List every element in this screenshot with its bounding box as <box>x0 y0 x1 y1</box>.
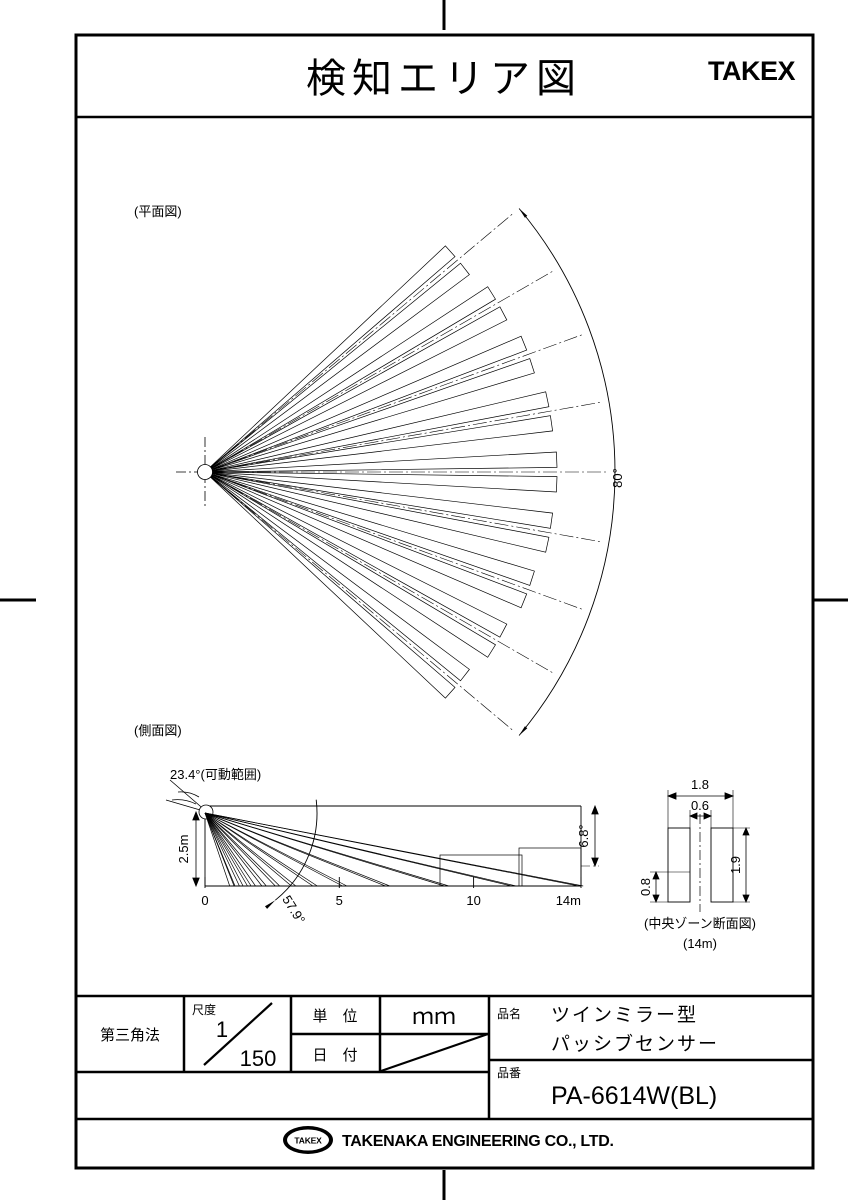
section-offset-dim <box>650 870 690 904</box>
plan-beam <box>211 335 528 470</box>
section-caption-line1: (中央ゾーン断面図) <box>644 916 756 931</box>
plan-beam <box>210 262 470 468</box>
plan-beam <box>211 475 508 638</box>
side-view-label: (側面図) <box>134 723 182 738</box>
scale-label: 尺度 <box>192 1002 216 1017</box>
side-beam <box>204 812 263 887</box>
side-beam <box>204 812 267 887</box>
side-beam <box>204 812 314 887</box>
plan-beam <box>212 358 535 471</box>
date-diagonal <box>380 1032 489 1073</box>
plan-angle-arc <box>518 208 616 736</box>
side-far-angle-dim <box>581 804 599 868</box>
projection-label: 第三角法 <box>100 1026 160 1044</box>
side-beam <box>204 812 517 887</box>
plan-beam <box>211 306 508 469</box>
side-arc-arrowhead <box>265 900 276 909</box>
plan-arc-arrowhead <box>519 208 528 218</box>
plan-beam <box>212 471 558 493</box>
side-beam <box>204 812 348 887</box>
side-spread-arc <box>275 799 318 901</box>
company-name: TAKENAKA ENGINEERING CO., LTD. <box>342 1133 614 1150</box>
side-axis-tick-label: 14m <box>556 893 581 908</box>
part-no-label: 品番 <box>497 1066 521 1080</box>
unit-value: ｍｍ <box>412 1004 456 1029</box>
section-gap-label: 0.6 <box>691 798 709 813</box>
side-beam <box>204 812 276 887</box>
sheet-title: 検知エリア図 <box>306 57 582 101</box>
side-beam <box>204 812 584 887</box>
side-beam <box>204 812 231 887</box>
section-bars <box>667 827 734 903</box>
side-beam-fan <box>204 812 584 887</box>
plan-beam <box>211 475 496 658</box>
side-beam <box>204 812 252 887</box>
side-beam <box>204 812 390 887</box>
side-height-label: 2.5m <box>176 835 191 864</box>
side-axis-tick-label: 10 <box>466 893 480 908</box>
side-beam <box>204 812 292 887</box>
plan-view-label: (平面図) <box>134 204 182 219</box>
date-label: 日 付 <box>312 1047 357 1064</box>
product-name-label: 品名 <box>497 1006 521 1021</box>
takex-logo-icon: TAKEX <box>283 1126 333 1154</box>
side-adjust-label: 23.4°(可動範囲) <box>170 767 261 782</box>
title-block: 第三角法 尺度 1 150 単 位 ｍｍ 日 付 品名 ツインミラー型 パッシブ… <box>76 994 813 1121</box>
side-beam <box>204 812 256 887</box>
side-spread-arrowhead <box>265 900 276 909</box>
side-height-dim <box>192 810 200 888</box>
plan-beam <box>211 474 528 609</box>
product-name-line2: パッシブセンサー <box>551 1032 719 1055</box>
plan-beam <box>211 286 496 469</box>
side-beam <box>204 812 280 887</box>
plan-beam <box>210 476 456 699</box>
side-spread-label: 57.9° <box>279 893 308 927</box>
sheet-frame <box>74 33 815 1170</box>
section-offset-label: 0.8 <box>638 878 653 896</box>
scale-slash <box>203 1002 273 1066</box>
side-far-angle-label: 6.8° <box>576 824 591 847</box>
title-bar: 検知エリア図 TAKEX <box>76 56 813 119</box>
section-gap-dim <box>688 810 713 828</box>
plan-beam <box>210 476 470 682</box>
plan-beam <box>212 415 553 472</box>
side-beam <box>204 812 297 887</box>
side-view: (側面図) 23.4°(可動範囲) <box>134 723 599 927</box>
plan-arc-arrowhead <box>519 726 528 736</box>
scale-denominator: 150 <box>240 1046 277 1071</box>
section-caption-line2: (14m) <box>683 936 717 951</box>
side-beam <box>204 812 236 887</box>
side-beam <box>204 812 450 887</box>
section-width-label: 1.8 <box>691 777 709 792</box>
plan-angle-arrowheads <box>519 208 528 736</box>
section-width-dim <box>666 790 735 828</box>
footer: TAKEX TAKENAKA ENGINEERING CO., LTD. <box>283 1126 614 1154</box>
product-name-line1: ツインミラー型 <box>551 1004 698 1026</box>
section-height-label: 1.9 <box>728 856 743 874</box>
brand-logo: TAKEX <box>708 56 795 86</box>
side-beam <box>204 812 240 887</box>
plan-view: (平面図) 80° <box>134 204 625 736</box>
section-height-dim <box>733 826 750 904</box>
part-no-value: PA-6614W(BL) <box>551 1082 717 1110</box>
side-axis-tick-label: 5 <box>336 893 343 908</box>
side-beam <box>204 812 244 887</box>
unit-label: 単 位 <box>312 1008 357 1025</box>
side-beam <box>204 812 248 887</box>
side-axis-tick-label: 0 <box>201 893 208 908</box>
plan-beam <box>212 473 535 586</box>
side-axis-labels: 0 5 10 14m <box>201 893 581 908</box>
side-far-zones <box>439 847 582 887</box>
plan-angle-label: 80° <box>610 468 625 488</box>
scale-numerator: 1 <box>216 1017 228 1042</box>
plan-beam-centerlines <box>210 213 607 731</box>
plan-beam <box>212 473 550 553</box>
side-axis-ticks <box>204 877 582 888</box>
side-envelope <box>204 805 582 887</box>
takex-logo-text: TAKEX <box>294 1136 322 1146</box>
plan-beam <box>212 391 550 471</box>
section-view: 1.8 0.6 1.9 0.8 (中央ゾーン断面図) <box>638 777 756 951</box>
